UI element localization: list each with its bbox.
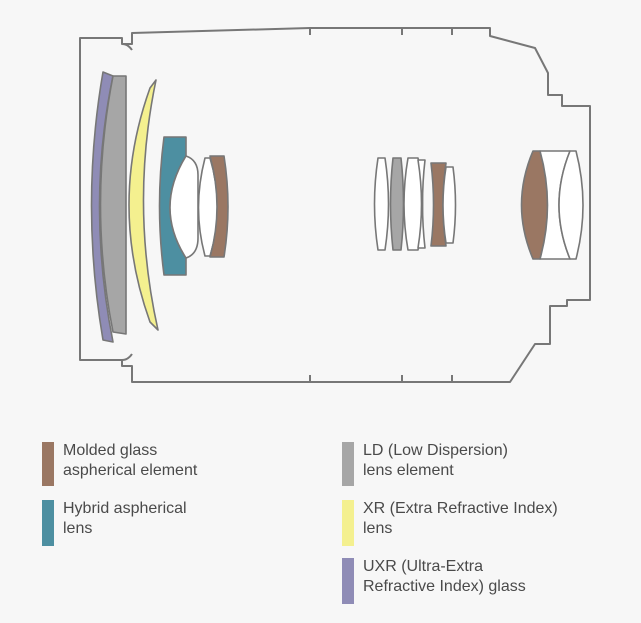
lens-barrel-outline: [79, 27, 591, 383]
lens-ld-front: [99, 75, 127, 335]
legend-item-uxr: UXR (Ultra-Extra Refractive Index) glass: [342, 558, 526, 604]
legend-swatch-uxr: [342, 558, 354, 604]
lens-clear-rear-b: [558, 150, 584, 260]
legend-item-xr: XR (Extra Refractive Index) lens: [342, 500, 558, 546]
legend-item-molded: Molded glass aspherical element: [42, 442, 197, 486]
lens-clear-middle-d: [442, 166, 457, 244]
lens-xr-front: [128, 79, 159, 331]
legend-swatch-ld: [342, 442, 354, 486]
front-inner-lip: [121, 43, 133, 361]
legend-label-molded: Molded glass aspherical element: [63, 442, 198, 479]
legend-label-hybrid: Hybrid aspherical lens: [63, 500, 187, 537]
lens-clear-middle-a: [373, 157, 390, 251]
lens-clear-group1-a: [169, 155, 199, 259]
legend-item-hybrid: Hybrid aspherical lens: [42, 500, 187, 546]
lens-clear-middle-c: [417, 159, 426, 249]
lens-ld-middle: [389, 157, 405, 251]
legend-swatch-xr: [342, 500, 354, 546]
legend-label-uxr: UXR (Ultra-Extra Refractive Index) glass: [363, 558, 526, 595]
legend-label-xr: XR (Extra Refractive Index) lens: [363, 500, 558, 537]
legend-label-ld: LD (Low Dispersion) lens element: [363, 442, 508, 479]
legend-swatch-hybrid: [42, 500, 54, 546]
legend-swatch-molded: [42, 442, 54, 486]
legend-item-ld: LD (Low Dispersion) lens element: [342, 442, 508, 486]
lens-cross-section-diagram: [79, 27, 591, 383]
lens-molded-group1: [209, 155, 229, 258]
